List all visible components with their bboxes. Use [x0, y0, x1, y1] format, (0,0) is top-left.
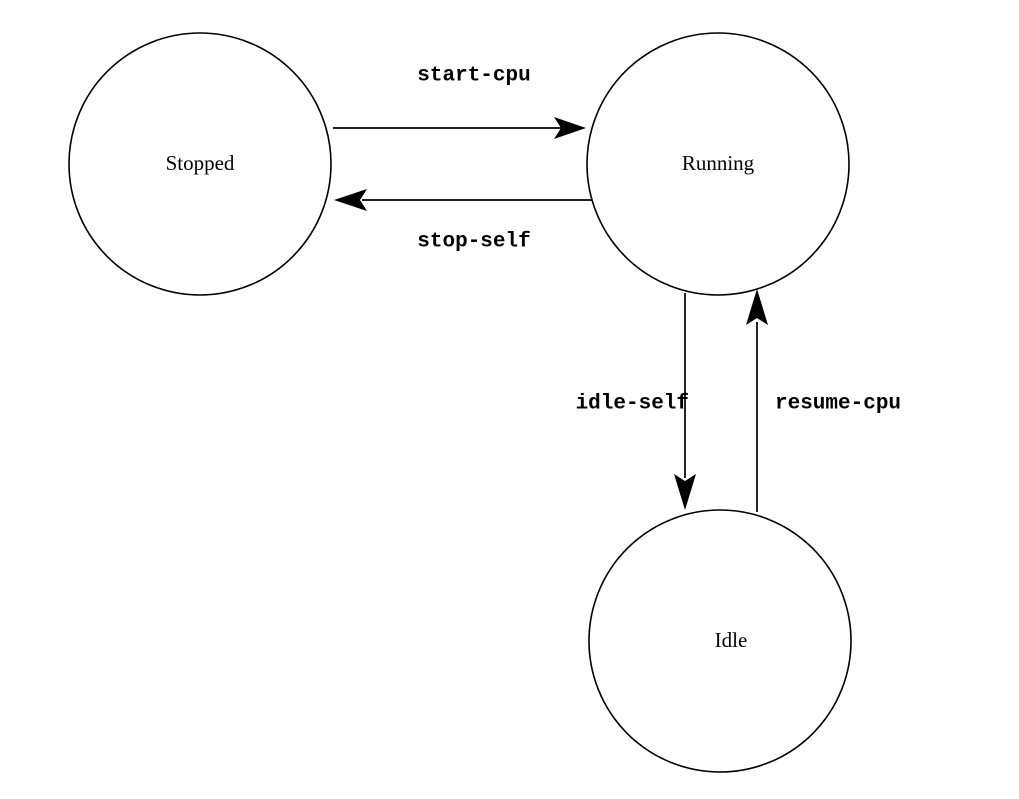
state-node-idle[interactable]: Idle [588, 509, 852, 773]
state-label-running: Running [682, 151, 755, 175]
resume-cpu-arrowhead-icon [746, 289, 768, 325]
transition-start-cpu: start-cpu [333, 65, 586, 139]
stop-self-arrowhead-icon [334, 189, 367, 211]
transition-stop-self: stop-self [334, 189, 595, 254]
state-label-stopped: Stopped [166, 151, 235, 175]
state-label-idle: Idle [715, 628, 748, 652]
transition-resume-cpu: resume-cpu [746, 289, 901, 512]
transition-idle-self: idle-self [576, 293, 696, 510]
transition-label-start-cpu: start-cpu [417, 65, 530, 88]
state-circle-idle[interactable] [588, 509, 852, 773]
transition-label-resume-cpu: resume-cpu [775, 393, 901, 416]
transition-label-stop-self: stop-self [417, 231, 530, 254]
idle-self-arrowhead-icon [674, 474, 696, 510]
state-circle-stopped[interactable] [68, 32, 332, 296]
transition-label-idle-self: idle-self [576, 393, 689, 416]
state-node-running[interactable]: Running [586, 32, 850, 296]
state-circle-running[interactable] [586, 32, 850, 296]
state-node-stopped[interactable]: Stopped [68, 32, 332, 296]
start-cpu-arrowhead-icon [554, 117, 586, 139]
